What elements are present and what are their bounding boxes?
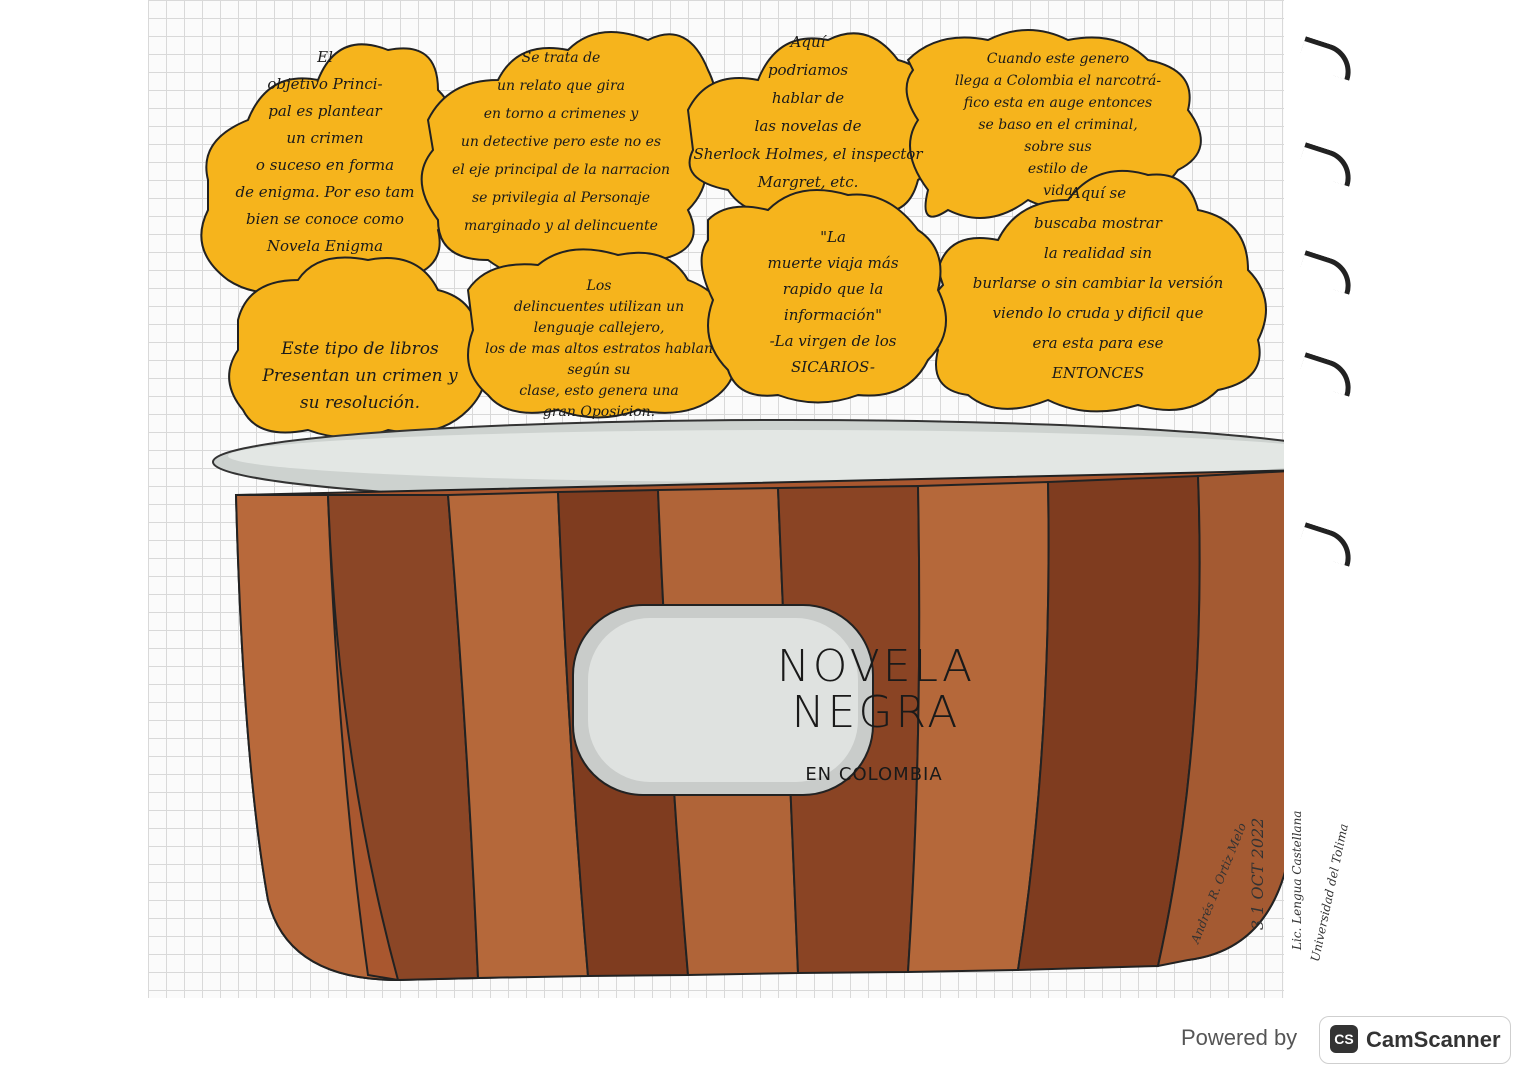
label-plate-inner	[588, 618, 858, 782]
camscanner-logo-icon: CS	[1330, 1025, 1358, 1053]
pot-subtitle: EN COLOMBIA	[805, 764, 943, 785]
camscanner-badge[interactable]: CS CamScanner	[1319, 1016, 1511, 1064]
pot-title: NOVELA NEGRA	[776, 641, 976, 738]
notebook-rings	[1284, 0, 1380, 998]
bubble-text-objective: El objetivo Princi- pal es plantear un c…	[235, 48, 415, 255]
pot-illustration	[200, 29, 1364, 982]
bubble-text-books: Este tipo de libros Presentan un crimen …	[262, 339, 458, 413]
stamp-dept: Lic. Lengua Castellana	[1290, 810, 1304, 950]
notebook-page: El objetivo Princi- pal es plantear un c…	[148, 0, 1380, 998]
pot-rim-inner	[228, 430, 1348, 482]
stamp-date: 3 1 OCT 2022	[1248, 817, 1267, 930]
cloud-b8	[700, 189, 947, 404]
bubble-text-examples: Aquí podriamos hablar de las novelas de …	[693, 33, 923, 191]
bubble-text-definition: Se trata de un relato que gira en torno …	[451, 50, 671, 234]
bubble-text-reality: Aquí se buscaba mostrar la realidad sin …	[972, 184, 1224, 382]
bubble-text-colombia: Cuando este genero llega a Colombia el n…	[954, 51, 1162, 199]
camscanner-brand: CamScanner	[1366, 1027, 1501, 1052]
ring-3	[1296, 250, 1359, 295]
cloud-b5	[928, 169, 1267, 413]
ring-4	[1296, 352, 1359, 397]
ring-5	[1296, 522, 1359, 567]
bubble-text-language: Los delincuentes utilizan un lenguaje ca…	[485, 278, 713, 420]
bubble-clouds	[200, 29, 1267, 439]
ring-2	[1296, 142, 1359, 187]
powered-by-label: Powered by	[1181, 1025, 1298, 1050]
ring-1	[1296, 36, 1359, 81]
bubble-text-quote: "La muerte viaja más rapido que la infor…	[767, 228, 899, 376]
